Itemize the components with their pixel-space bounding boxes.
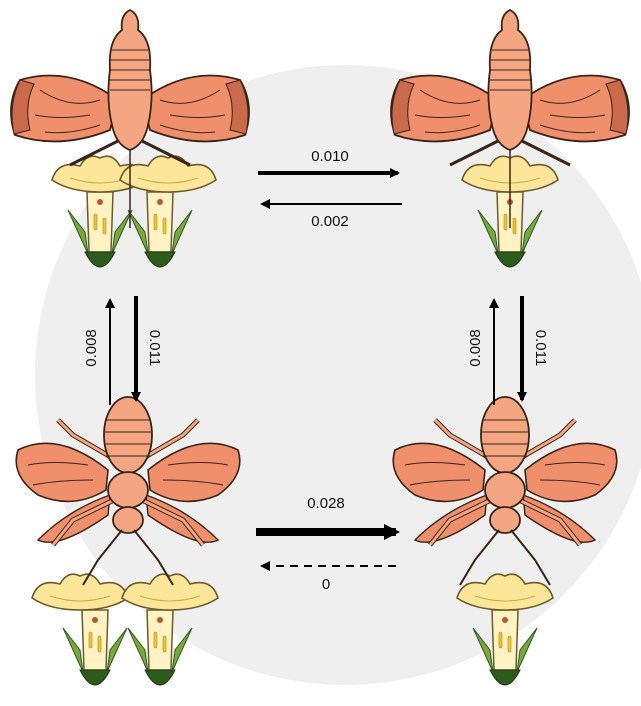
- flower-left-icon: [32, 574, 128, 685]
- rate-label-bottom-forward: 0.028: [307, 495, 345, 512]
- rate-label-right-up: 0.008: [467, 329, 484, 367]
- rate-label-top-forward: 0.010: [311, 148, 349, 165]
- rate-label-left-down: 0.011: [146, 330, 163, 366]
- rate-label-bottom-backward: 0: [322, 576, 330, 593]
- rate-label-left-up: 0.008: [83, 329, 100, 367]
- rate-label-top-backward: 0.002: [311, 213, 349, 230]
- rate-label-right-down: 0.011: [532, 330, 549, 366]
